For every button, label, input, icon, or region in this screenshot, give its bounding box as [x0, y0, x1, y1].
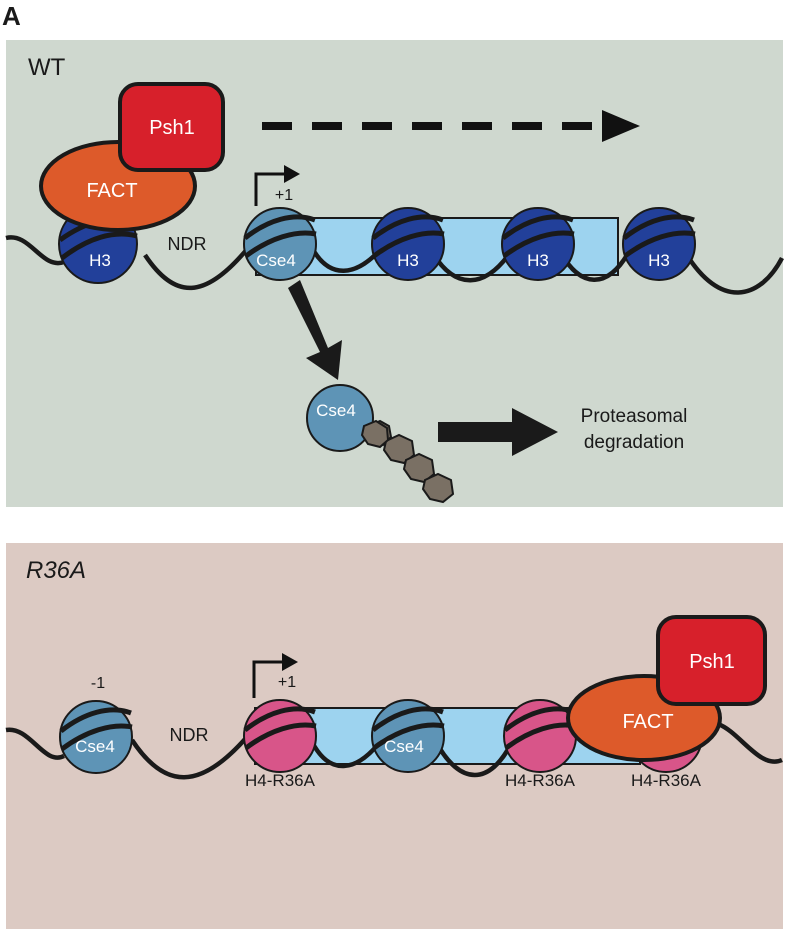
r36a-nucleosome-label: Cse4 [75, 737, 115, 756]
wt-psh1-label: Psh1 [149, 117, 195, 139]
ubiquitin-hexagon [360, 419, 390, 449]
r36a-fact-label: FACT [622, 711, 673, 733]
wt-psh1 [118, 82, 225, 172]
wt-plus1-label: +1 [275, 187, 293, 204]
r36a-h4-label: H4-R36A [631, 771, 702, 790]
wt-nucleosome-h3-2: H3 [371, 207, 445, 281]
r36a-h4-label: H4-R36A [505, 771, 576, 790]
wt-tss-arrowhead [284, 165, 300, 183]
wt-nucleosome-h3-3: H3 [501, 207, 575, 281]
r36a-ndr-label: NDR [170, 725, 209, 745]
r36a-psh1-label: Psh1 [689, 651, 735, 673]
wt-nucleosome-label: H3 [527, 251, 549, 270]
wt-tss-arrow [254, 172, 286, 206]
r36a-h4-label: H4-R36A [245, 771, 316, 790]
r36a-nucleosome-cse4-minus1: Cse4 [59, 700, 133, 774]
r36a-panel: R36A -1 Cse4 NDR +1 H4-R36A [5, 543, 783, 929]
wt-degradation-arrow [438, 408, 558, 456]
wt-nucleosome-h3-4: H3 [622, 207, 696, 281]
wt-panel: WT H3 FACT Psh1 NDR +1 Cse4 [5, 40, 784, 507]
wt-nucleosome-cse4: Cse4 [243, 207, 317, 281]
wt-ubiquitin-chain [360, 419, 455, 504]
r36a-nucleosome-label: Cse4 [384, 737, 424, 756]
r36a-tss-arrowhead [282, 653, 298, 671]
wt-panel-title: WT [28, 54, 66, 81]
wt-ndr-label: NDR [168, 234, 207, 254]
wt-free-cse4-label: Cse4 [316, 401, 356, 420]
wt-nucleosome-label: H3 [648, 251, 670, 270]
r36a-nucleosome-h4-mid [503, 699, 577, 773]
wt-nucleosome-label: Cse4 [256, 251, 296, 270]
wt-dna-strand [5, 235, 784, 295]
wt-degradation-label-line1: Proteasomal [581, 406, 688, 427]
figure-label: A [2, 1, 21, 31]
r36a-plus1-label: +1 [278, 674, 296, 691]
r36a-nucleosome-cse4-gene: Cse4 [371, 699, 445, 773]
r36a-nucleosome-h4-plus1 [243, 699, 317, 773]
r36a-minus1-label: -1 [91, 675, 105, 692]
wt-movement-arrowhead [602, 110, 640, 142]
r36a-panel-title: R36A [26, 557, 86, 584]
wt-nucleosome-label: H3 [397, 251, 419, 270]
wt-fact-label: FACT [86, 180, 137, 202]
wt-eviction-arrow [288, 280, 342, 380]
wt-free-cse4: Cse4 [306, 384, 374, 452]
ubiquitin-hexagon [421, 472, 455, 504]
r36a-tss-arrow [252, 660, 284, 698]
wt-nucleosome-label: H3 [89, 251, 111, 270]
wt-degradation-label-line2: degradation [584, 432, 684, 453]
r36a-psh1 [656, 615, 767, 706]
r36a-dna-strand [5, 721, 783, 780]
